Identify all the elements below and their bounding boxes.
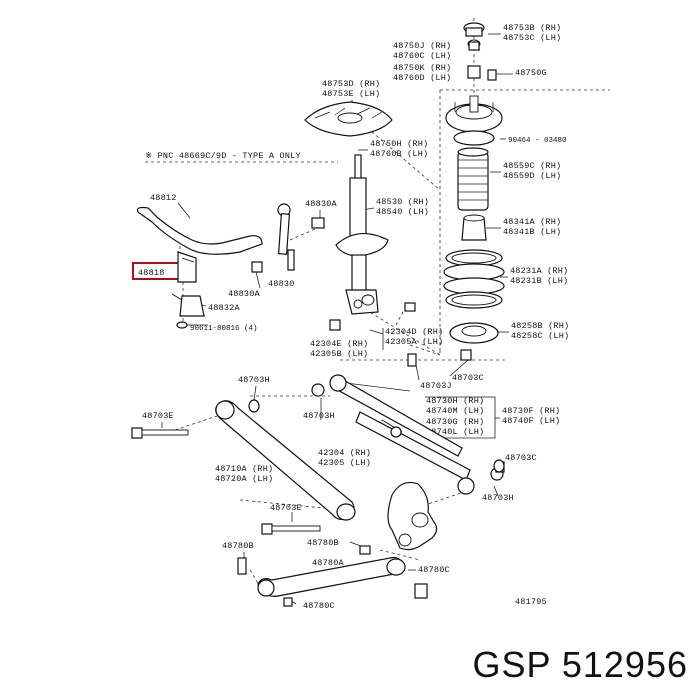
label-48830: 48830	[268, 279, 295, 289]
label-48832a: 48832A	[208, 303, 241, 313]
label-48740m: 48740M (LH)	[426, 406, 484, 416]
coil-spring	[443, 249, 505, 309]
label-48730f: 48730F (RH)	[502, 406, 560, 416]
label-48812: 48812	[150, 193, 177, 203]
rear-knuckle	[387, 481, 438, 551]
label-48780b-2: 48780B	[307, 538, 339, 548]
label-48753c: 48753C (LH)	[503, 33, 561, 43]
label-48559d: 48559D (LH)	[503, 171, 561, 181]
label-42305a: 42305A (LH)	[385, 337, 443, 347]
label-48231b: 48231B (LH)	[510, 276, 568, 286]
upper-mount-right	[445, 95, 503, 146]
shock-absorber	[335, 154, 389, 315]
label-42305b: 42305B (LH)	[310, 349, 368, 359]
top-nuts	[463, 22, 497, 81]
label-48753b: 48753B (RH)	[503, 23, 561, 33]
label-90611: 90611-80816 (4)	[190, 325, 258, 333]
label-42304d: 42304D (RH)	[385, 327, 443, 337]
spring-seat	[449, 322, 499, 344]
label-481795: 481795	[515, 597, 547, 607]
label-48710a: 48710A (RH)	[215, 464, 273, 474]
bolt-48703e-lower	[261, 523, 321, 535]
label-48780c-2: 48780C	[303, 601, 335, 611]
label-48750j: 48750J (RH)	[393, 41, 451, 51]
label-48341a: 48341A (RH)	[503, 217, 561, 227]
strut-bolts	[329, 302, 472, 367]
label-48730g: 48730G (RH)	[426, 417, 484, 427]
label-48760b: 48760B (LH)	[370, 149, 428, 159]
label-48830a-2: 48830A	[228, 289, 261, 299]
label-48730h: 48730H (RH)	[426, 396, 484, 406]
label-48750h: 48750H (RH)	[370, 139, 428, 149]
note-type-a: ※ PNC 48669C/9D - TYPE A ONLY	[145, 151, 301, 161]
bump-stop	[461, 214, 487, 241]
part-number-caption: GSP 512956	[472, 644, 688, 685]
label-90464: 90464 - 03480	[508, 137, 567, 145]
label-48753d: 48753D (RH)	[322, 79, 380, 89]
label-48830a: 48830A	[305, 199, 338, 209]
label-48750k: 48750K (RH)	[393, 63, 451, 73]
bolt-48703e	[131, 427, 189, 439]
label-48540: 48540 (LH)	[376, 207, 429, 217]
stabilizer-bar	[136, 206, 263, 329]
label-48760c: 48760C (LH)	[393, 51, 451, 61]
label-48753e: 48753E (LH)	[322, 89, 380, 99]
label-48703h-2: 48703H	[303, 411, 335, 421]
label-48740f: 48740F (LH)	[502, 416, 560, 426]
label-48760d: 48760D (LH)	[393, 73, 451, 83]
stabilizer-link	[251, 203, 325, 273]
lower-control-arms	[215, 374, 504, 521]
label-48780a: 48780A	[312, 558, 345, 568]
label-48703c: 48703C	[452, 373, 484, 383]
trailing-arm	[237, 545, 428, 607]
dust-boot	[457, 147, 489, 211]
label-42305: 42305 (LH)	[318, 458, 371, 468]
label-48818: 48818	[138, 268, 165, 278]
misc-bushings	[493, 459, 505, 473]
label-48740l: 48740L (LH)	[426, 427, 484, 437]
label-42304: 42304 (RH)	[318, 448, 371, 458]
strut-upper-support	[304, 101, 393, 137]
label-48720a: 48720A (LH)	[215, 474, 273, 484]
label-48559c: 48559C (RH)	[503, 161, 561, 171]
label-48231a: 48231A (RH)	[510, 266, 568, 276]
label-48341b: 48341B (LH)	[503, 227, 561, 237]
label-48750g: 48750G	[515, 68, 547, 78]
label-42304e: 42304E (RH)	[310, 339, 368, 349]
label-48780c: 48780C	[418, 565, 450, 575]
label-48703e-2: 48703E	[270, 503, 302, 513]
label-48703h: 48703H	[238, 375, 270, 385]
bracket-lines	[382, 328, 500, 439]
label-48703h-3: 48703H	[482, 493, 514, 503]
label-48258b: 48258B (RH)	[511, 321, 569, 331]
label-48780b: 48780B	[222, 541, 254, 551]
label-48703c-2: 48703C	[505, 453, 537, 463]
label-48703e: 48703E	[142, 411, 174, 421]
label-48703j: 48703J	[420, 381, 452, 391]
label-48530: 48530 (RH)	[376, 197, 429, 207]
label-48258c: 48258C (LH)	[511, 331, 569, 341]
